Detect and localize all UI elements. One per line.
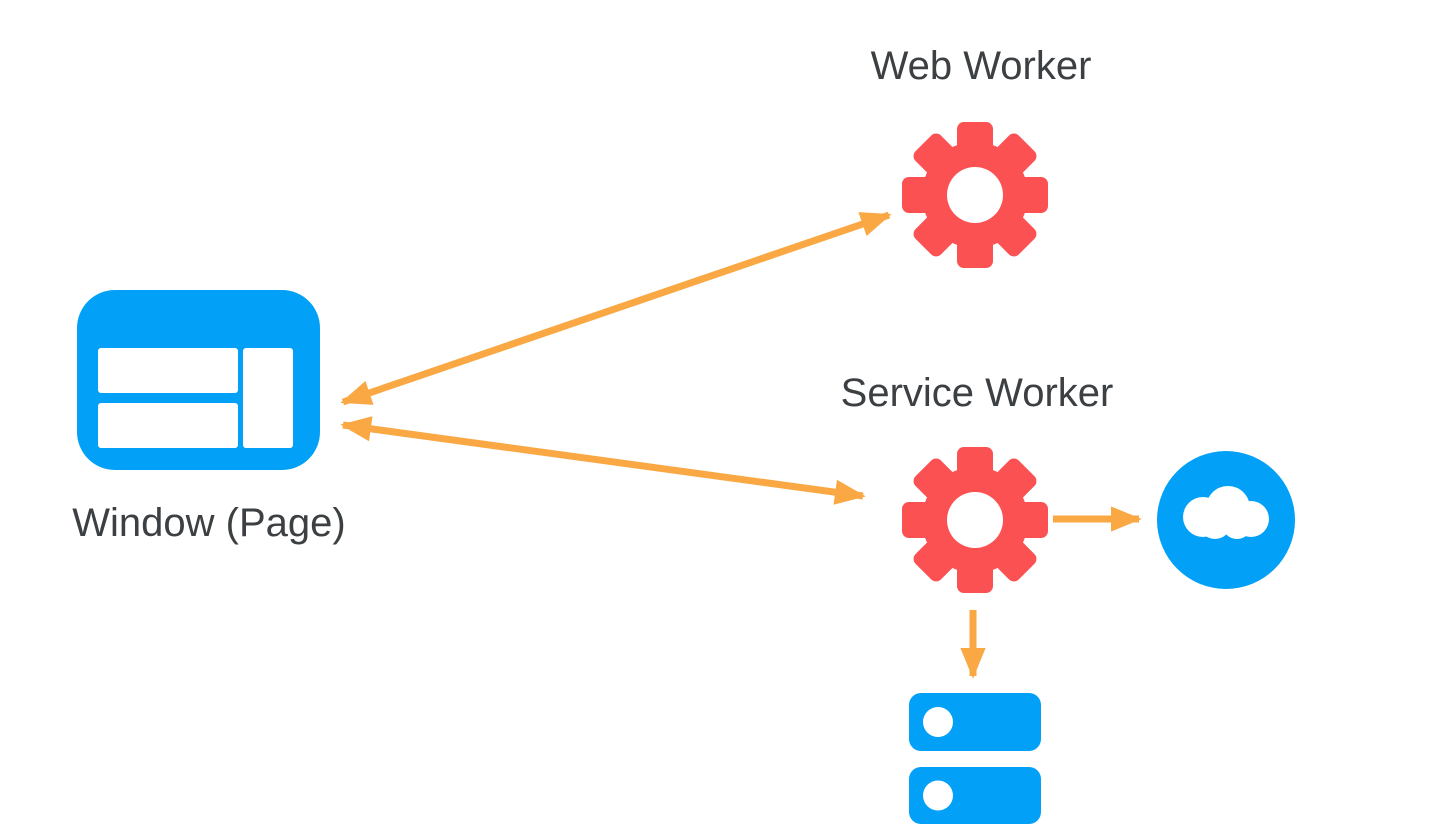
browser-window-icon xyxy=(77,290,320,470)
gear-icon xyxy=(902,122,1048,268)
gear-icon xyxy=(902,447,1048,593)
arrow-window-service-worker xyxy=(340,416,866,505)
arrow-window-web-worker xyxy=(340,211,892,406)
cloud-icon xyxy=(1157,451,1295,589)
window-page-label: Window (Page) xyxy=(72,501,346,545)
service-worker-label: Service Worker xyxy=(840,371,1114,415)
web-worker-label: Web Worker xyxy=(870,44,1092,88)
database-icon xyxy=(909,693,1041,824)
